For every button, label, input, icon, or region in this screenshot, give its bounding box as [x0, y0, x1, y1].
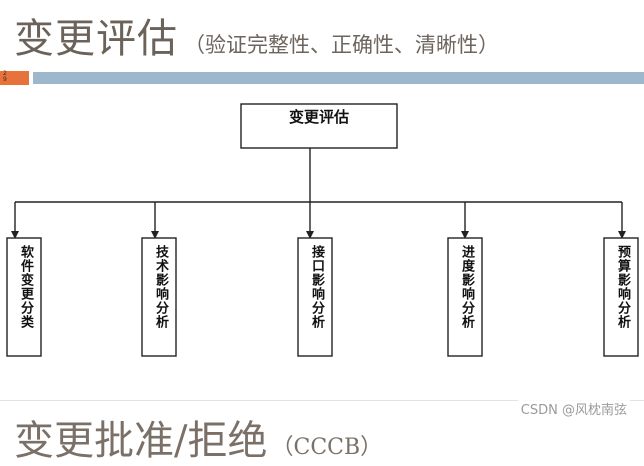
accent-bar-blue: [33, 72, 644, 84]
child-node-label-5: 预算影响分析: [615, 245, 630, 329]
title-divider-bar: 2 9: [0, 70, 644, 86]
child-node-box-2: [141, 237, 177, 357]
child-node-label-3: 接口影响分析: [309, 245, 324, 329]
next-slide-subtitle: （CCCB）: [271, 435, 383, 460]
root-node-label: 变更评估: [288, 108, 349, 126]
child-node-box-5: [603, 237, 639, 357]
source-watermark: CSDN @风枕南弦: [517, 398, 630, 419]
child-node-label-1: 软件变更分类: [18, 245, 33, 329]
child-node-box-1: [6, 237, 42, 357]
slide-title: 变更评估（验证完整性、正确性、清晰性）: [14, 6, 499, 62]
next-slide-title-main: 变更批准/拒绝: [14, 418, 268, 464]
child-node-label-4: 进度影响分析: [459, 245, 474, 329]
change-evaluation-diagram: [6, 103, 639, 357]
slide-title-main: 变更评估: [14, 16, 178, 62]
page-number: 2 9: [3, 70, 7, 83]
slide-subtitle: （验证完整性、正确性、清晰性）: [184, 33, 499, 57]
slide-separator: [0, 400, 644, 401]
child-node-box-4: [447, 237, 483, 357]
child-node-label-2: 技术影响分析: [153, 245, 168, 329]
root-node-box: [240, 103, 398, 149]
next-slide-title: 变更批准/拒绝（CCCB）: [14, 408, 382, 466]
accent-bar-orange: [0, 71, 29, 85]
child-node-box-3: [297, 237, 333, 357]
